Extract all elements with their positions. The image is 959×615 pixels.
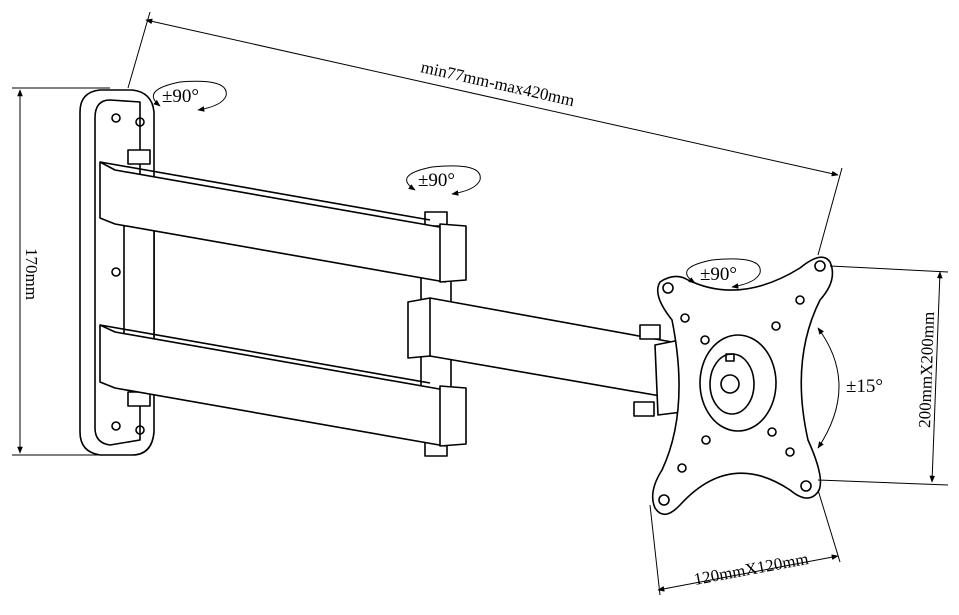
dimension-arm-extension (127, 11, 843, 256)
dimension-wall-plate-height (12, 87, 110, 456)
elbow-swivel-label: ±90° (418, 170, 455, 191)
dimension-vesa-large (817, 265, 949, 486)
arm-extension-label: min77mm-max420mm (419, 57, 576, 110)
vesa-small-label: 120mmX120mm (692, 549, 810, 589)
wall-swivel-label: ±90° (162, 86, 199, 107)
middle-arm (407, 297, 683, 417)
wall-plate-height-label: 170mm (22, 248, 41, 300)
plate-rotation-label: ±90° (700, 264, 737, 285)
tilt-indicator (817, 327, 840, 449)
vesa-plate (651, 256, 834, 516)
vesa-large-label: 200mmX200mm (915, 311, 938, 428)
rotation-indicator-wall (152, 80, 227, 112)
lower-arm (99, 324, 467, 447)
dimension-vesa-small (649, 489, 841, 596)
rotation-indicator-elbow (406, 165, 481, 196)
upper-arm (99, 161, 467, 283)
tilt-label: ±15° (846, 376, 883, 397)
rotation-indicator-plate (686, 258, 761, 289)
